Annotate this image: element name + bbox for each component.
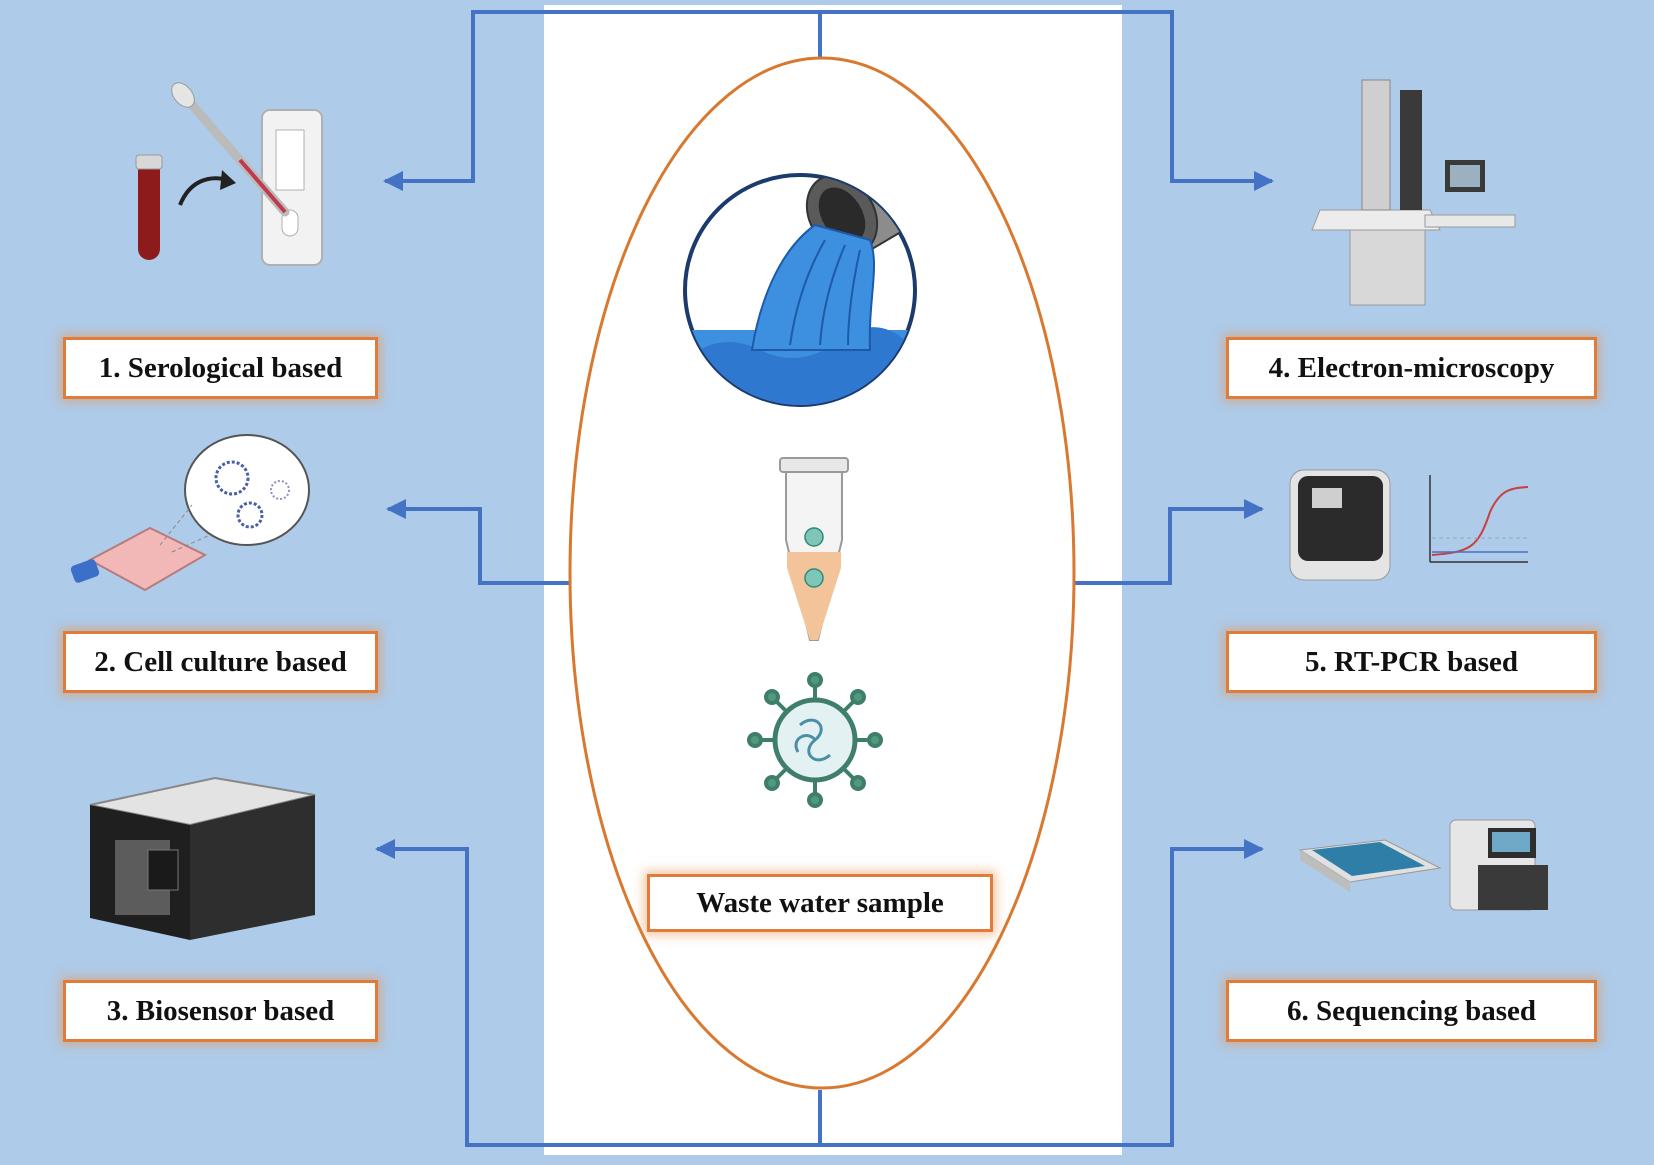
label-waste-water-sample: Waste water sample: [647, 874, 993, 932]
microtube-icon: [779, 457, 849, 641]
label-cell-culture: 2. Cell culture based: [63, 631, 378, 693]
rapid-test-cassette-icon: [171, 82, 323, 266]
connector-rt-pcr: [1075, 499, 1264, 585]
connectors: [375, 10, 1274, 1147]
pcr-machine-icon: [1289, 469, 1391, 581]
virus-icon: [747, 672, 883, 808]
label-biosensor: 3. Biosensor based: [63, 980, 378, 1042]
label-rt-pcr: 5. RT-PCR based: [1226, 631, 1597, 693]
biosensor-device-icon: [89, 776, 316, 940]
amplification-curve-icon: [1429, 475, 1529, 563]
cell-culture-flask-icon: [70, 434, 310, 592]
blood-tube-icon: [135, 154, 236, 260]
sequencer-icon: [1298, 819, 1548, 911]
electron-microscope-icon: [1311, 79, 1516, 306]
connector-cell-culture: [386, 499, 572, 585]
label-electron-microscopy: 4. Electron-microscopy: [1226, 337, 1597, 399]
label-sequencing: 6. Sequencing based: [1226, 980, 1597, 1042]
connector-electron-microscopy: [820, 10, 1274, 191]
connector-sequencing: [820, 839, 1264, 1147]
connector-serological: [383, 10, 822, 191]
connector-biosensor: [375, 839, 822, 1147]
label-serological: 1. Serological based: [63, 337, 378, 399]
